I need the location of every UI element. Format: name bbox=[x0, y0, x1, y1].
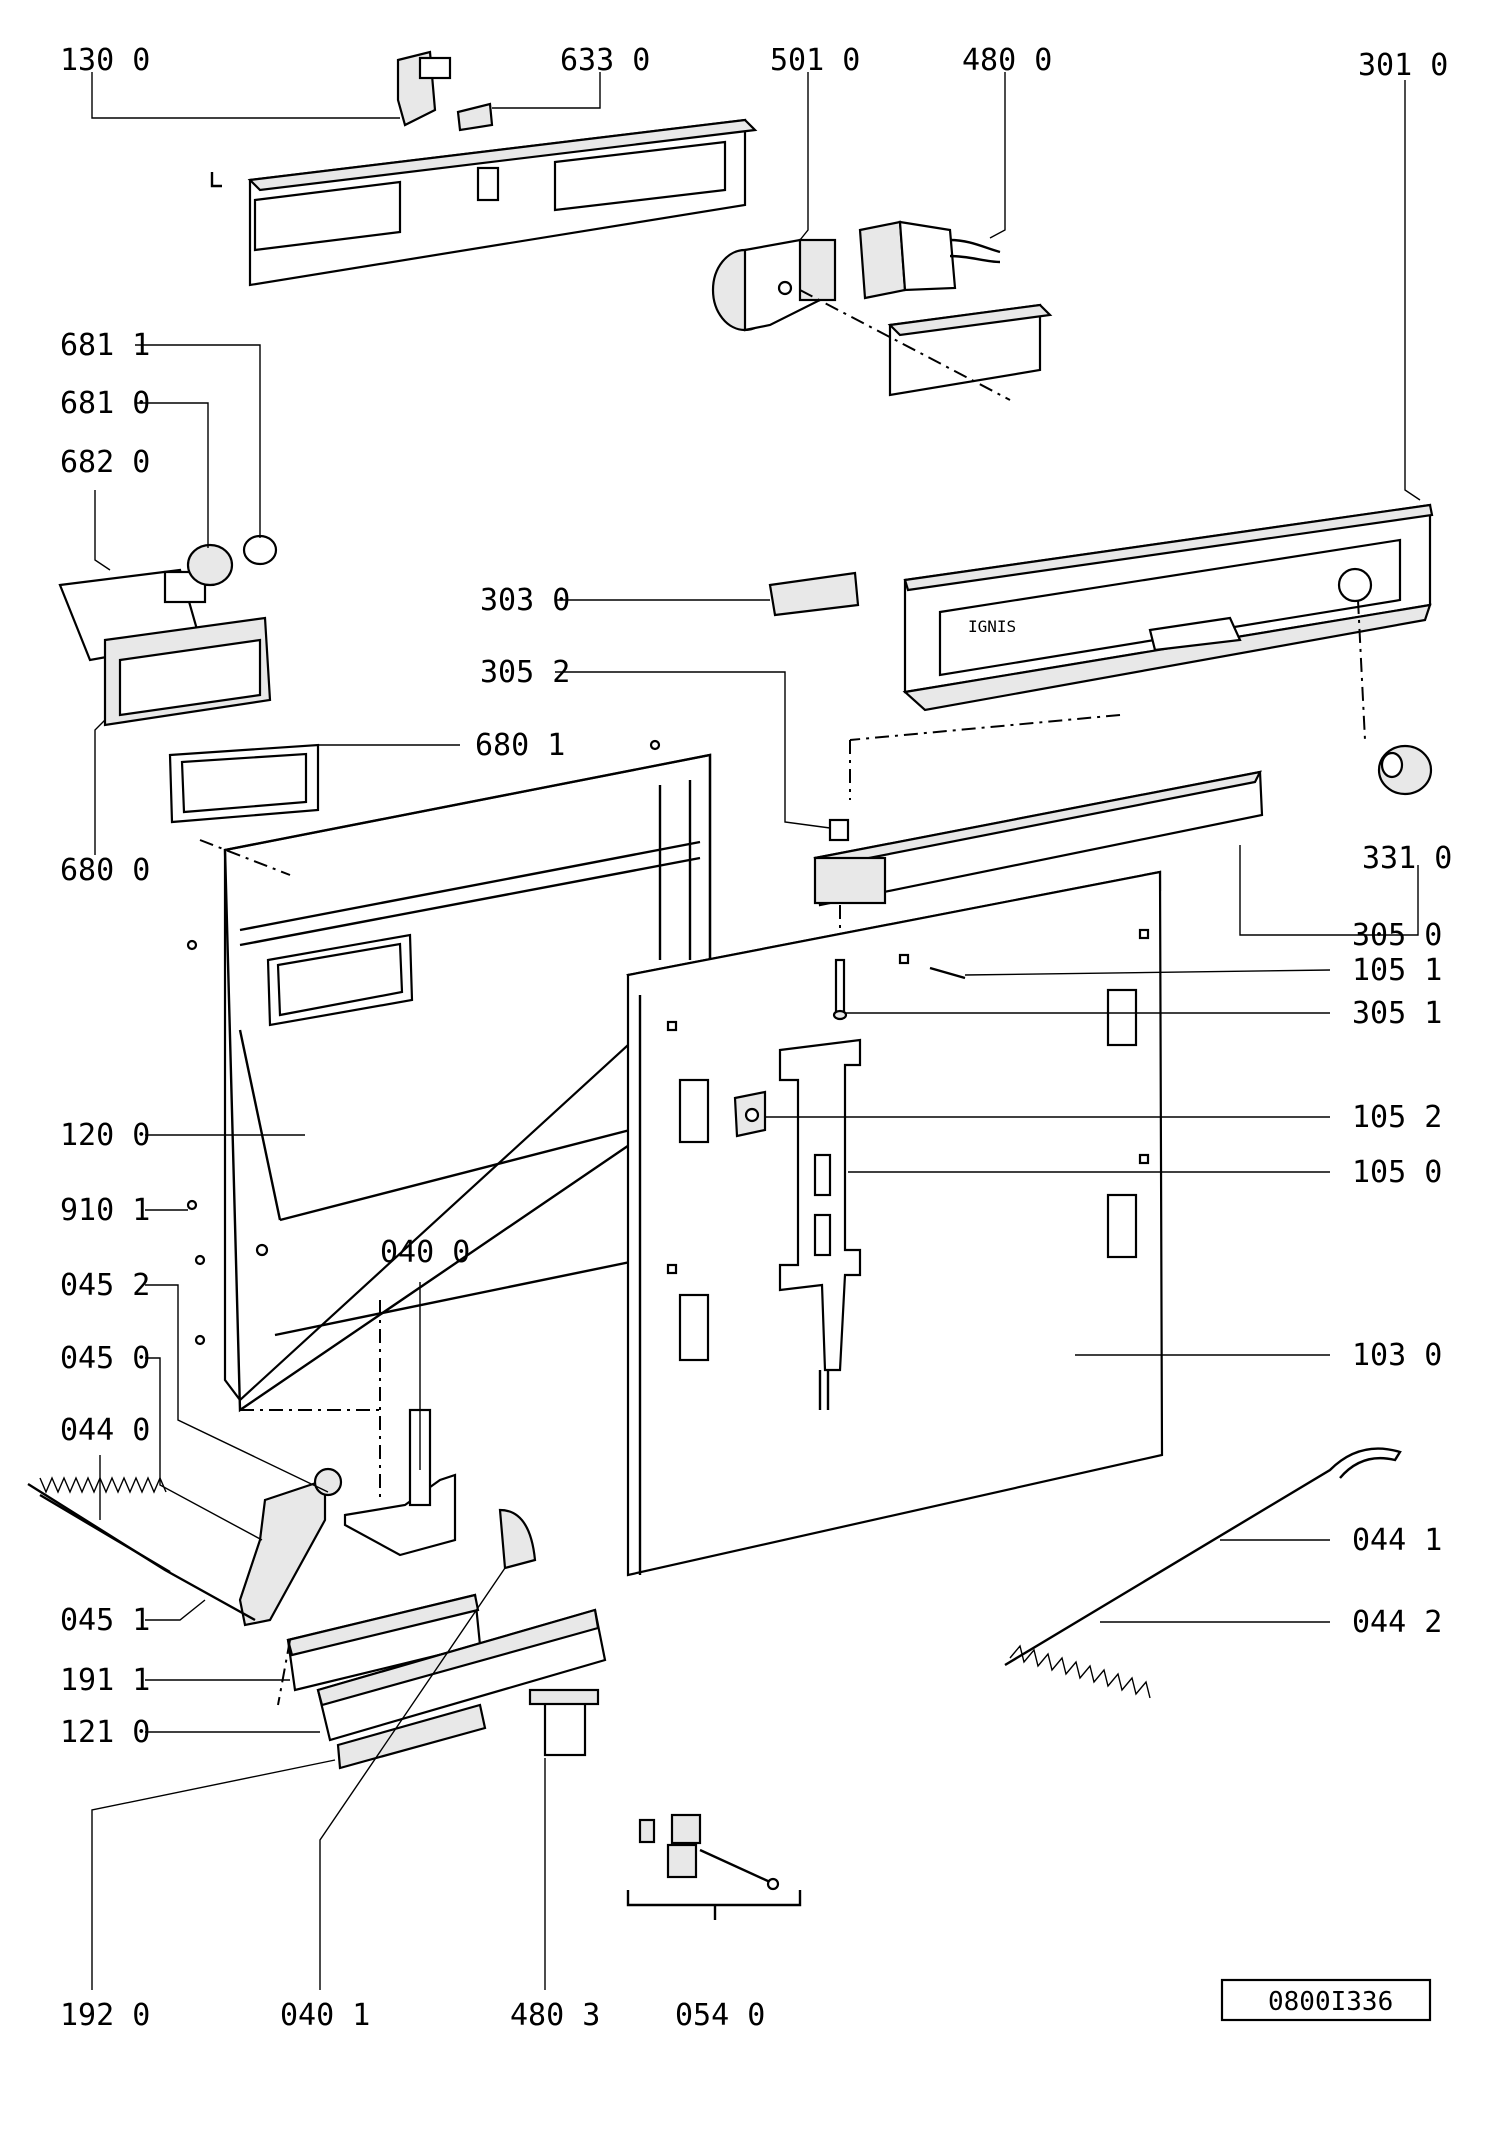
label-040-1: 040 1 bbox=[280, 1998, 370, 2033]
hinge-bracket bbox=[343, 1408, 457, 1557]
label-301-0: 301 0 bbox=[1358, 48, 1448, 83]
label-305-2: 305 2 bbox=[480, 655, 570, 690]
label-044-2: 044 2 bbox=[1352, 1605, 1442, 1640]
drawing-number-box: 0800I336 bbox=[1220, 1978, 1432, 2022]
door-top-rail bbox=[813, 770, 1264, 960]
label-633-0: 633 0 bbox=[560, 43, 650, 78]
timer-connector bbox=[858, 220, 1001, 300]
label-682-0: 682 0 bbox=[60, 445, 150, 480]
label-040-0: 040 0 bbox=[380, 1235, 470, 1270]
bottom-strip-121 bbox=[316, 1608, 607, 1742]
control-panel-fascia: IGNIS bbox=[849, 503, 1434, 800]
bottom-strip-192 bbox=[336, 1703, 487, 1770]
side-cover bbox=[498, 1508, 537, 1570]
timer-bracket bbox=[799, 289, 1053, 401]
label-480-3: 480 3 bbox=[510, 1998, 600, 2033]
label-305-0: 305 0 bbox=[1352, 918, 1442, 953]
outer-door-panel bbox=[626, 870, 1164, 1577]
label-331-0: 331 0 bbox=[1362, 841, 1452, 876]
screws bbox=[186, 739, 661, 1346]
dispenser-gasket bbox=[168, 743, 320, 824]
drawing-number: 0800I336 bbox=[1268, 1987, 1393, 2017]
right-door-spring bbox=[1004, 1447, 1402, 1699]
label-120-0: 120 0 bbox=[60, 1118, 150, 1153]
label-045-1: 045 1 bbox=[60, 1603, 150, 1638]
pin-305-1 bbox=[832, 958, 848, 1021]
label-191-1: 191 1 bbox=[60, 1663, 150, 1698]
door-hinge-plate bbox=[778, 1038, 862, 1410]
left-door-spring bbox=[27, 1476, 256, 1622]
control-knob bbox=[1377, 744, 1433, 796]
small-clip-part bbox=[456, 102, 494, 132]
label-103-0: 103 0 bbox=[1352, 1338, 1442, 1373]
label-305-1: 305 1 bbox=[1352, 996, 1442, 1031]
label-501-0: 501 0 bbox=[770, 43, 860, 78]
detergent-dispenser bbox=[58, 568, 272, 727]
leader-lines bbox=[91, 72, 1421, 1990]
label-192-0: 192 0 bbox=[60, 1998, 150, 2033]
label-680-0: 680 0 bbox=[60, 853, 150, 888]
label-105-0: 105 0 bbox=[1352, 1155, 1442, 1190]
label-045-2: 045 2 bbox=[60, 1268, 150, 1303]
hinge-arm bbox=[238, 1467, 343, 1627]
panel-clip-303 bbox=[768, 571, 860, 617]
label-121-0: 121 0 bbox=[60, 1715, 150, 1750]
label-105-2: 105 2 bbox=[1352, 1100, 1442, 1135]
connector-480-3 bbox=[528, 1688, 600, 1757]
pin-105-1 bbox=[929, 966, 966, 980]
label-681-0: 681 0 bbox=[60, 386, 150, 421]
switch-kit bbox=[626, 1813, 802, 1920]
inner-door-panel bbox=[199, 753, 712, 1500]
brand-logo: IGNIS bbox=[968, 617, 1016, 636]
label-680-1: 680 1 bbox=[475, 728, 565, 763]
label-480-0: 480 0 bbox=[962, 43, 1052, 78]
label-045-0: 045 0 bbox=[60, 1341, 150, 1376]
dispenser-ring bbox=[242, 534, 278, 566]
part-labels: 130 0 633 0 501 0 480 0 301 0 681 1 681 … bbox=[60, 43, 1452, 2033]
label-044-1: 044 1 bbox=[1352, 1523, 1442, 1558]
label-044-0: 044 0 bbox=[60, 1413, 150, 1448]
label-910-1: 910 1 bbox=[60, 1193, 150, 1228]
label-105-1: 105 1 bbox=[1352, 953, 1442, 988]
timer-motor bbox=[711, 238, 837, 332]
label-681-1: 681 1 bbox=[60, 328, 150, 363]
label-303-0: 303 0 bbox=[480, 583, 570, 618]
door-switch-part bbox=[396, 50, 452, 127]
label-130-0: 130 0 bbox=[60, 43, 150, 78]
dispenser-cap bbox=[186, 543, 234, 587]
bottom-strip-191 bbox=[277, 1593, 482, 1706]
control-panel-frame bbox=[210, 118, 758, 287]
label-054-0: 054 0 bbox=[675, 1998, 765, 2033]
hinge-clip bbox=[733, 1090, 767, 1138]
